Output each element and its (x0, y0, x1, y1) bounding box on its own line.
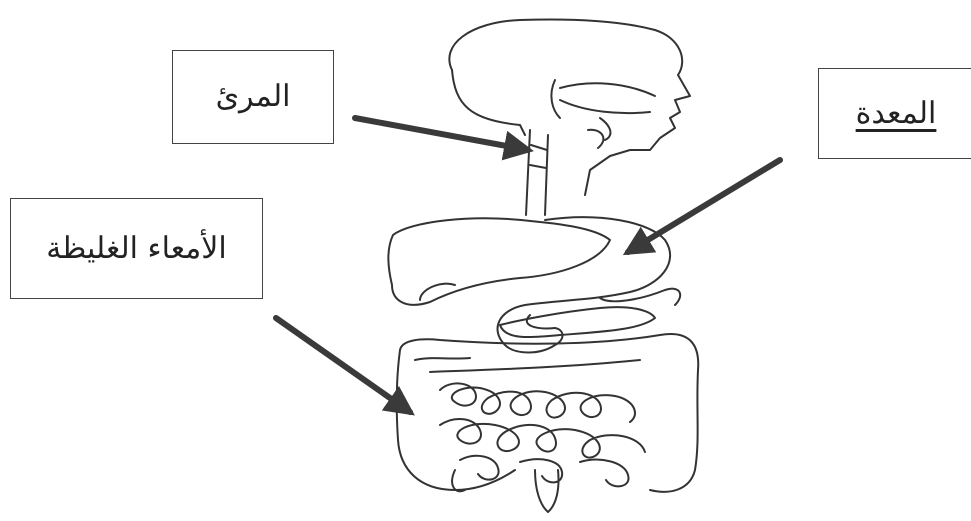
arrow-stomach (628, 160, 780, 252)
head-outline (449, 19, 690, 195)
stomach-label: المعدة (856, 99, 937, 129)
esophagus-tube (526, 130, 548, 215)
esophagus-label-box: المرئ (172, 50, 334, 144)
arrow-large-intestine (276, 318, 410, 412)
small-intestine (440, 383, 635, 422)
esophagus-label: المرئ (216, 82, 291, 112)
large-intestine-label-box: الأمعاء الغليظة (10, 198, 263, 299)
liver (388, 218, 610, 304)
neck-back (452, 70, 525, 135)
large-intestine-label: الأمعاء الغليظة (46, 234, 226, 264)
stomach-label-box: المعدة (818, 68, 971, 159)
